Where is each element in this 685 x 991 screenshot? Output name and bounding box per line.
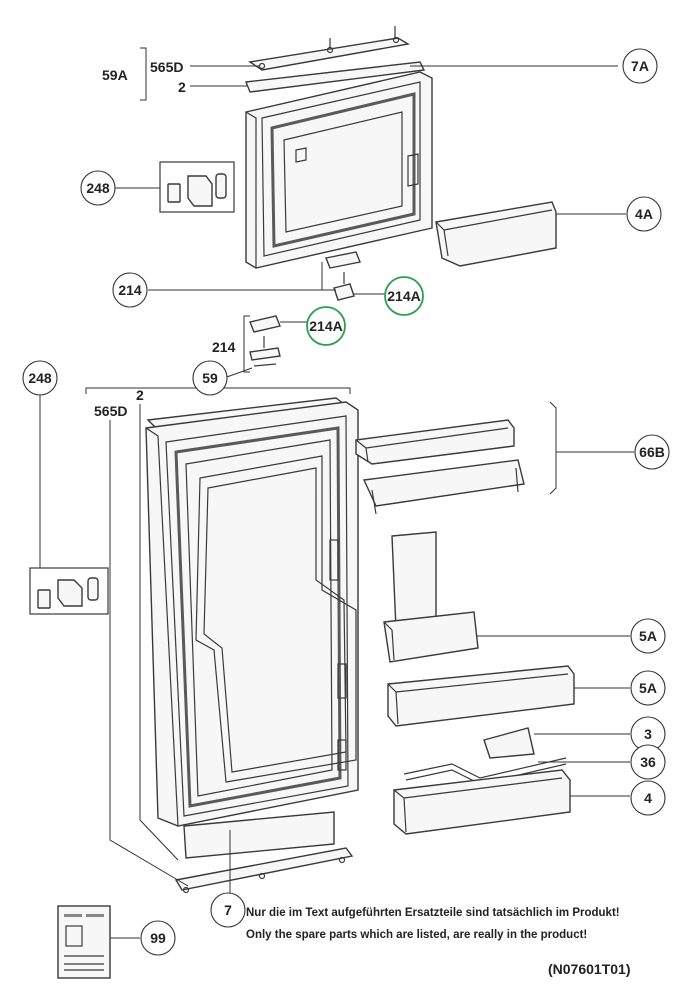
kick-plate-7 [183, 811, 335, 859]
upper-door-gasket [270, 92, 416, 248]
label-59A: 59A [102, 67, 128, 83]
label-59: 59 [202, 370, 218, 386]
label-36: 36 [640, 754, 656, 770]
leader-lines [39, 47, 634, 939]
bubble-36 [630, 744, 666, 780]
label-214-top: 214 [118, 282, 142, 298]
bubble-214-top [112, 272, 148, 308]
label-5A-1: 5A [639, 628, 657, 644]
handle-kit-box-248-top [159, 161, 235, 213]
instruction-manual-99 [57, 905, 111, 979]
label-214A-mid: 214A [309, 318, 342, 334]
note-english: Only the spare parts which are listed, a… [246, 929, 587, 941]
label-3: 3 [644, 726, 652, 742]
label-214A-top: 214A [387, 288, 420, 304]
bubble-5A-2 [630, 670, 666, 706]
handle-kit-box-248-left [29, 567, 109, 615]
footer-notes: Nur die im Text aufgeführten Ersatzteile… [246, 907, 631, 977]
bubble-99 [140, 920, 176, 956]
bubble-214A-mid-highlight [306, 306, 346, 346]
lower-door-gasket [174, 426, 342, 808]
drawing-code: (N07601T01) [548, 961, 631, 977]
washer-59 [253, 363, 277, 367]
label-565D-top: 565D [150, 59, 183, 75]
hinge-plate-214 [325, 251, 361, 269]
bottle-holder-5A [391, 531, 437, 631]
label-5A-2: 5A [639, 680, 657, 696]
bottom-hinge-cover [174, 847, 354, 891]
screw-icon [392, 36, 400, 44]
screw-icon [258, 872, 266, 880]
door-shelf-4A [435, 201, 557, 267]
part-labels: 59A 565D 2 7A 248 4A 214 214A 214A 214 5… [22, 48, 670, 956]
bubble-7 [210, 892, 246, 928]
bottle-clip-3 [483, 727, 535, 759]
label-7: 7 [224, 902, 232, 918]
top-hinge-cover-7A [248, 37, 410, 71]
label-2-top: 2 [178, 79, 186, 95]
door-shelf-5A [387, 665, 575, 727]
note-german: Nur die im Text aufgeführten Ersatzteile… [246, 907, 620, 919]
hinge-block-214A-lower [249, 315, 281, 333]
upper-door-assembly [159, 26, 557, 367]
label-99: 99 [150, 930, 166, 946]
retainer-bar-36 [403, 757, 567, 779]
label-4: 4 [644, 790, 652, 806]
label-214-mid: 214 [212, 339, 236, 355]
screw-icon [182, 886, 190, 894]
bubble-4A [626, 196, 662, 232]
label-7A: 7A [631, 58, 649, 74]
bubble-248-left [22, 360, 58, 396]
bubble-66B [634, 434, 670, 470]
screw-icon [338, 856, 346, 864]
label-66B: 66B [639, 444, 665, 460]
label-248-left: 248 [28, 370, 52, 386]
bubble-7A [622, 48, 658, 84]
lower-door-assembly [29, 397, 575, 979]
label-248-top: 248 [86, 180, 110, 196]
bubble-214A-top-highlight [384, 276, 424, 316]
shelf-66B-lid [355, 419, 515, 465]
label-2-low: 2 [136, 387, 144, 403]
hinge-plate-214-lower [249, 347, 281, 361]
bubble-59 [192, 360, 228, 396]
bubble-248-top [80, 170, 116, 206]
bubble-5A-1 [630, 618, 666, 654]
bubble-4 [630, 780, 666, 816]
handle-strip-2 [245, 61, 426, 93]
label-565D-low: 565D [94, 403, 127, 419]
hinge-block-214A [333, 283, 355, 301]
label-4A: 4A [635, 206, 653, 222]
door-bin-4 [393, 769, 571, 835]
shelf-66B-rail [362, 459, 525, 507]
